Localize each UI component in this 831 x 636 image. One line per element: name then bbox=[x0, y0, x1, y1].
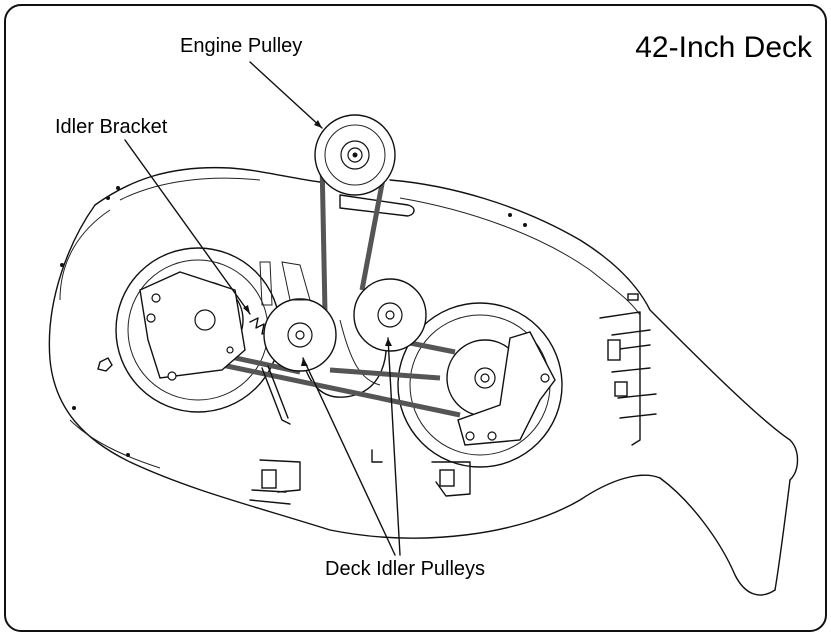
drive-belt bbox=[221, 159, 461, 418]
deck-idler-pulley-left bbox=[263, 298, 337, 372]
deck-housing bbox=[48, 166, 799, 596]
engine-pulley-label: Engine Pulley bbox=[180, 35, 302, 57]
deck-hardware bbox=[60, 186, 657, 505]
deck-idler-pulleys-label: Deck Idler Pulleys bbox=[325, 558, 485, 580]
leader-lines bbox=[124, 61, 401, 556]
deck-idler-pulley-right bbox=[353, 278, 427, 352]
idler-bracket-label: Idler Bracket bbox=[55, 116, 168, 138]
diagram-title: 42-Inch Deck bbox=[635, 31, 813, 64]
right-spindle-bracket bbox=[457, 331, 556, 446]
engine-pulley bbox=[314, 114, 396, 196]
idler-bracket bbox=[139, 271, 246, 381]
diagram-frame bbox=[4, 4, 827, 632]
